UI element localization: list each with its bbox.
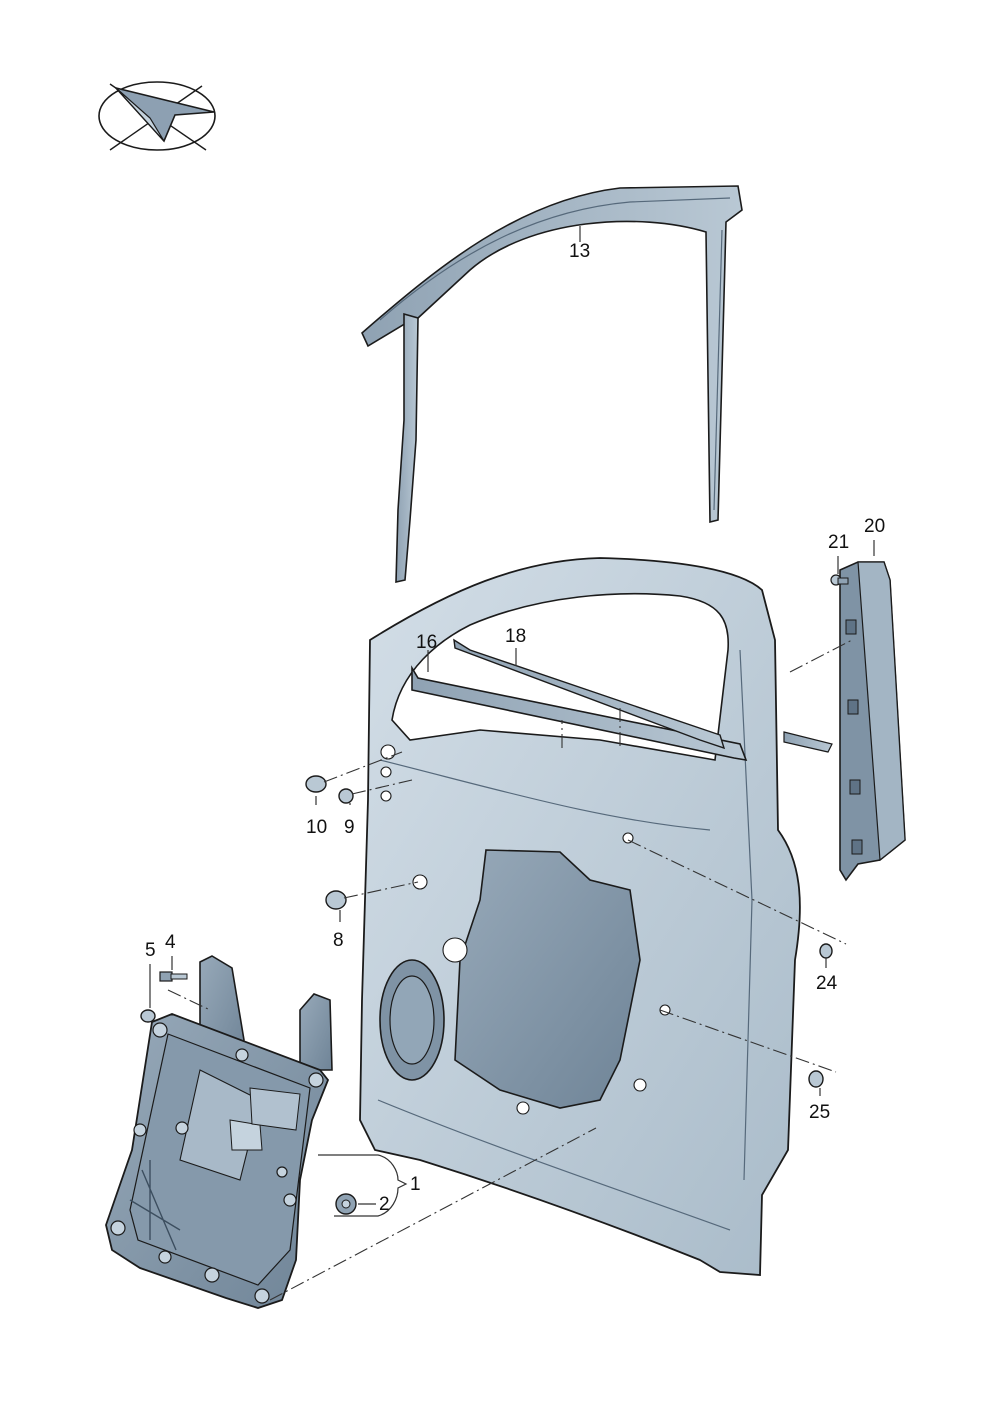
direction-arrow-icon bbox=[98, 81, 216, 151]
callout-5: 5 bbox=[145, 940, 156, 961]
callout-10: 10 bbox=[306, 817, 328, 838]
callout-9: 9 bbox=[344, 817, 355, 838]
bolt-4 bbox=[159, 971, 188, 982]
callout-21: 21 bbox=[828, 532, 850, 553]
callout-20: 20 bbox=[864, 516, 886, 537]
screw-21 bbox=[830, 574, 849, 586]
callout-16: 16 bbox=[416, 632, 438, 653]
leader-lines bbox=[149, 226, 875, 1217]
callout-8: 8 bbox=[333, 930, 344, 951]
window-frame-seal bbox=[361, 185, 743, 584]
callout-2: 2 bbox=[379, 1194, 390, 1215]
callout-4: 4 bbox=[165, 932, 176, 953]
callout-1: 1 bbox=[410, 1174, 421, 1195]
inner-window-seal bbox=[411, 665, 748, 762]
callout-24: 24 bbox=[816, 973, 838, 994]
door-shell bbox=[359, 557, 801, 1276]
pillar-trim-cover bbox=[839, 561, 906, 882]
window-regulator-assembly bbox=[105, 955, 333, 1309]
callout-13: 13 bbox=[569, 241, 591, 262]
callout-18: 18 bbox=[505, 626, 527, 647]
outer-window-seal bbox=[453, 638, 833, 753]
clip-2 bbox=[335, 1193, 357, 1215]
callout-25: 25 bbox=[809, 1102, 831, 1123]
dash-dot-lines bbox=[167, 639, 853, 1301]
plug-grommets bbox=[140, 775, 833, 1088]
